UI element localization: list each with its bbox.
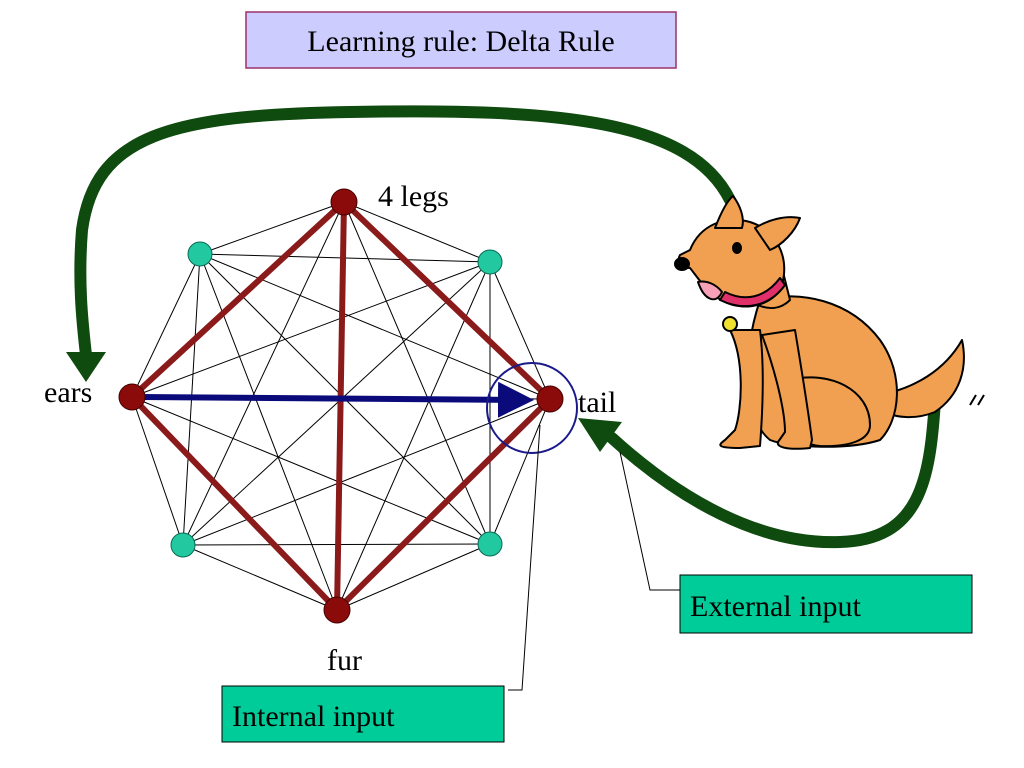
link-ears-fur bbox=[129, 394, 340, 613]
network-link bbox=[489, 398, 551, 545]
network-link bbox=[182, 201, 345, 546]
label-tail: tail bbox=[578, 386, 616, 419]
network-link bbox=[336, 543, 491, 611]
network-link bbox=[489, 261, 551, 400]
network-link bbox=[199, 253, 338, 611]
feature-links bbox=[129, 199, 553, 613]
internal-input-label: Internal input bbox=[232, 700, 395, 733]
external-input-label: External input bbox=[690, 590, 861, 623]
network-link bbox=[182, 261, 491, 546]
link-4legs-fur bbox=[334, 199, 347, 613]
label-4-legs: 4 legs bbox=[378, 180, 449, 213]
learning-arrow bbox=[139, 381, 534, 418]
external-leader bbox=[619, 451, 680, 591]
input-arrow-to-tail bbox=[578, 394, 941, 549]
hidden-node bbox=[170, 532, 196, 558]
hidden-node bbox=[187, 241, 213, 267]
network-link bbox=[131, 253, 201, 398]
network-link bbox=[343, 201, 491, 263]
network-link bbox=[131, 261, 491, 398]
feature-nodes bbox=[118, 188, 564, 624]
link-4legs-ears bbox=[129, 199, 347, 400]
internal-leader bbox=[508, 424, 541, 691]
node-tail bbox=[536, 385, 564, 413]
label-ears: ears bbox=[44, 376, 92, 409]
network-link bbox=[336, 261, 491, 611]
network-link bbox=[131, 396, 184, 546]
node-4-legs bbox=[330, 188, 358, 216]
title-box: Learning rule: Delta Rule bbox=[245, 11, 677, 69]
hidden-node bbox=[477, 249, 503, 275]
internal-input-box: Internal input bbox=[221, 685, 505, 743]
dog-illustration bbox=[674, 195, 985, 450]
link-4legs-tail bbox=[341, 199, 553, 402]
title-text: Learning rule: Delta Rule bbox=[307, 25, 614, 58]
hidden-nodes bbox=[170, 241, 503, 558]
input-highlight-circle bbox=[486, 362, 578, 454]
label-fur: fur bbox=[327, 644, 362, 677]
network-link bbox=[199, 201, 345, 255]
hidden-node bbox=[477, 531, 503, 557]
network-link bbox=[182, 544, 338, 611]
external-input-box: External input bbox=[679, 574, 973, 634]
link-tail-fur bbox=[334, 396, 553, 613]
node-ears bbox=[118, 383, 146, 411]
input-arrow-to-ears bbox=[66, 105, 736, 382]
node-fur bbox=[323, 596, 351, 624]
